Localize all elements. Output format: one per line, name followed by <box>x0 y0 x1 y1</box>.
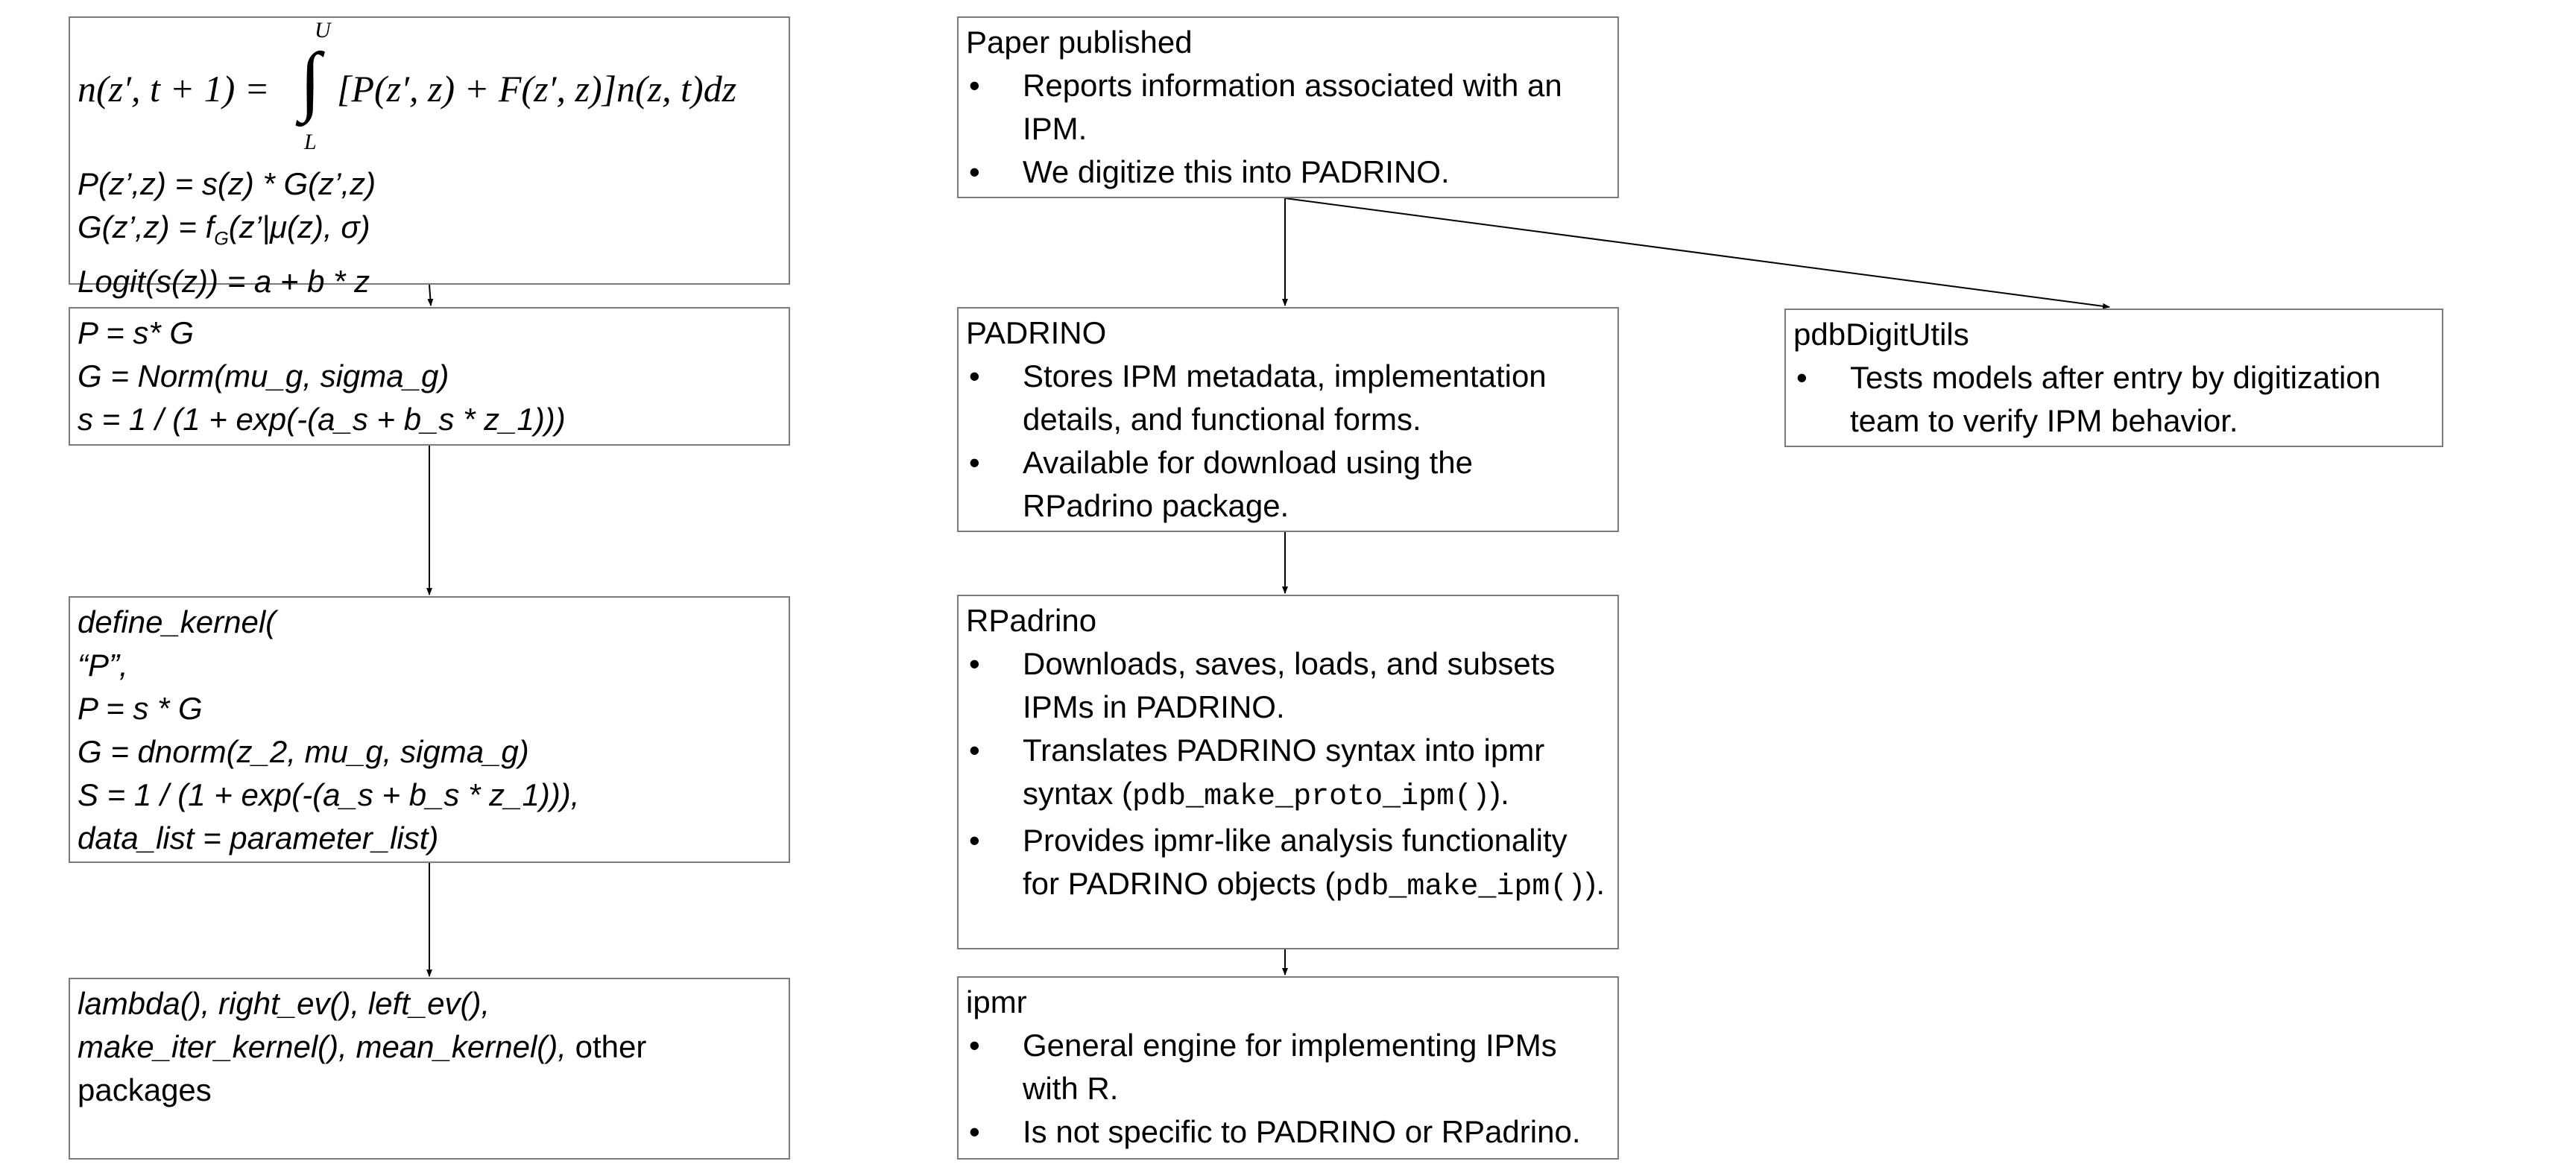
logit-definition: Logit(s(z)) = a + b * z <box>78 264 370 300</box>
ipmr-box: ipmr General engine for implementing IPM… <box>957 976 1619 1160</box>
kernel-line: G = dnorm(z_2, mu_g, sigma_g) <box>78 734 529 769</box>
analysis-line: make_iter_kernel(), mean_kernel(), other <box>78 1029 647 1064</box>
kernel-line: “P”, <box>78 648 128 683</box>
box-title: ipmr <box>966 984 1027 1019</box>
equation-rhs: [P(z′, z) + F(z′, z)]n(z, t)dz <box>337 68 737 110</box>
paper-published-box: Paper published Reports information asso… <box>957 16 1619 198</box>
rpadrino-box: RPadrino Downloads, saves, loads, and su… <box>957 595 1619 949</box>
kernel-line: define_kernel( <box>78 604 277 639</box>
kernel-line: P = s * G <box>78 691 203 726</box>
bullet-item: Translates PADRINO syntax into ipmr synt… <box>966 729 1610 819</box>
box-title: PADRINO <box>966 315 1107 350</box>
expr-line: s = 1 / (1 + exp(-(a_s + b_s * z_1))) <box>78 402 566 437</box>
define-kernel-box: define_kernel( “P”, P = s * G G = dnorm(… <box>69 596 790 863</box>
bullet-item: Is not specific to PADRINO or RPadrino. <box>966 1110 1610 1154</box>
pdbdigitutils-box: pdbDigitUtils Tests models after entry b… <box>1784 309 2443 447</box>
kernel-line: S = 1 / (1 + exp(-(a_s + b_s * z_1))), <box>78 777 580 812</box>
function-name: pdb_make_proto_ipm() <box>1132 780 1491 814</box>
bullet-item: Stores IPM metadata, implementation deta… <box>966 355 1610 441</box>
analysis-line: lambda(), right_ev(), left_ev(), <box>78 986 490 1021</box>
box-title: Paper published <box>966 25 1193 60</box>
integral-upper-limit: U <box>315 18 331 42</box>
ipm-equation: n(z′, t + 1) = U ∫ L [P(z′, z) + F(z′, z… <box>78 18 781 162</box>
g-definition: G(z’,z) = fG(z’|μ(z), σ) <box>78 209 370 250</box>
arrow-paper-to-pdbdigitutils <box>1284 197 2110 309</box>
kernel-line: data_list = parameter_list) <box>78 820 439 856</box>
equation-lhs: n(z′, t + 1) = <box>78 68 270 110</box>
arrow-model-to-expr <box>427 284 434 306</box>
integral-lower-limit: L <box>304 130 317 154</box>
box-title: RPadrino <box>966 603 1097 638</box>
symbolic-expressions-box: P = s* G G = Norm(mu_g, sigma_g) s = 1 /… <box>69 307 790 446</box>
analysis-line: packages <box>78 1072 212 1107</box>
bullet-item: Downloads, saves, loads, and subsets IPM… <box>966 642 1610 729</box>
bullet-item: Available for download using the RPadrin… <box>966 441 1610 528</box>
expr-line: G = Norm(mu_g, sigma_g) <box>78 358 449 393</box>
analysis-functions-box: lambda(), right_ev(), left_ev(), make_it… <box>69 978 790 1160</box>
bullet-item: Provides ipmr-like analysis functionalit… <box>966 819 1610 909</box>
bullet-item: General engine for implementing IPMs wit… <box>966 1024 1610 1110</box>
p-definition: P(z’,z) = s(z) * G(z’,z) <box>78 166 376 201</box>
padrino-box: PADRINO Stores IPM metadata, implementat… <box>957 307 1619 532</box>
expr-line: P = s* G <box>78 315 195 350</box>
box-title: pdbDigitUtils <box>1793 317 1969 352</box>
integral-sign-icon: ∫ <box>300 37 321 123</box>
ipm-model-box: n(z′, t + 1) = U ∫ L [P(z′, z) + F(z′, z… <box>69 16 790 299</box>
bullet-item: Reports information associated with an I… <box>966 64 1610 151</box>
bullet-item: We digitize this into PADRINO. <box>966 151 1610 194</box>
function-name: pdb_make_ipm() <box>1335 870 1586 904</box>
bullet-item: Tests models after entry by digitization… <box>1793 356 2434 443</box>
